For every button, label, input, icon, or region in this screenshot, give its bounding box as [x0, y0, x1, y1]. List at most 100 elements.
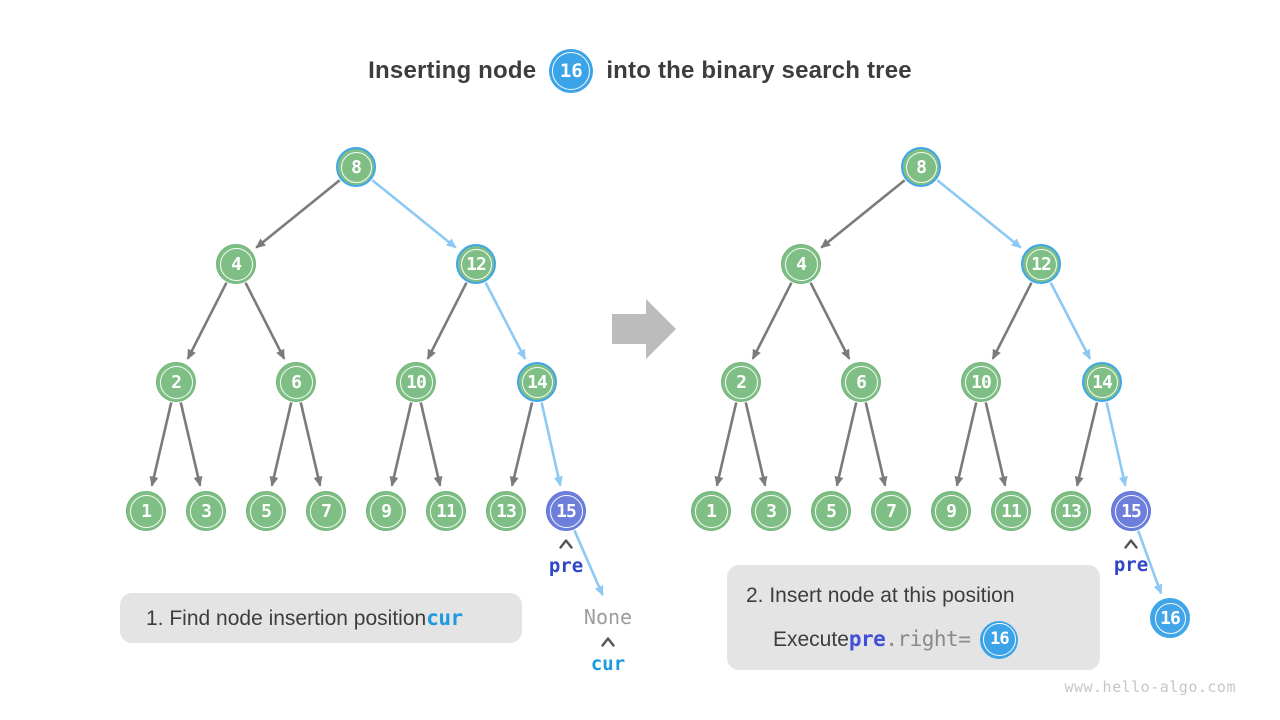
edge-left-tree-14-13	[509, 402, 534, 487]
tree-node-value: 13	[1061, 500, 1082, 522]
caption-text-segment: 2. Insert node at this position	[746, 583, 1015, 607]
edge-left-tree-14-15	[540, 402, 563, 487]
title-node-circle: 16	[549, 49, 594, 93]
caret-up-icon	[1124, 539, 1138, 549]
tree-node-left-tree-1: 1	[126, 491, 166, 531]
step1-caption: 1. Find node insertion position cur	[120, 593, 522, 643]
caption-text-segment: .	[885, 627, 898, 652]
edge-right-tree-6-7	[864, 402, 888, 487]
tree-node-right-tree-16: 16	[1150, 598, 1190, 638]
tree-node-right-tree-3: 3	[751, 491, 791, 531]
tree-node-left-tree-8: 8	[336, 147, 376, 187]
edge-right-tree-14-13	[1074, 402, 1099, 487]
caret-up-icon	[601, 637, 615, 647]
edge-right-tree-10-9	[954, 402, 978, 487]
tree-node-left-tree-14: 14	[517, 362, 557, 402]
tree-node-value: 6	[291, 371, 302, 393]
tree-node-value: 14	[1092, 371, 1113, 393]
edge-right-tree-6-5	[834, 402, 858, 487]
pointer-label-cur: cur	[590, 653, 626, 675]
tree-node-value: 1	[141, 500, 152, 522]
tree-node-right-tree-10: 10	[961, 362, 1001, 402]
tree-node-value: 9	[381, 500, 392, 522]
edge-right-tree-8-12	[936, 179, 1022, 249]
tree-node-value: 5	[261, 500, 272, 522]
tree-node-right-tree-1: 1	[691, 491, 731, 531]
pointer-label-pre: pre	[548, 555, 584, 577]
edge-left-tree-8-12	[371, 179, 457, 249]
tree-node-left-tree-9: 9	[366, 491, 406, 531]
edge-right-tree-2-1	[714, 402, 738, 487]
tree-node-left-tree-5: 5	[246, 491, 286, 531]
tree-node-right-tree-15: 15	[1111, 491, 1151, 531]
tree-node-right-tree-5: 5	[811, 491, 851, 531]
edge-right-tree-4-6	[809, 282, 851, 360]
edge-left-tree-6-5	[269, 402, 293, 487]
tree-node-left-tree-13: 13	[486, 491, 526, 531]
transition-arrow-icon	[612, 299, 676, 359]
title-suffix: into the binary search tree	[606, 57, 912, 84]
tree-node-value: 15	[556, 500, 577, 522]
edge-right-tree-10-11	[984, 402, 1008, 487]
tree-node-value: 3	[766, 500, 777, 522]
tree-node-value: 8	[916, 156, 927, 178]
tree-node-left-tree-2: 2	[156, 362, 196, 402]
tree-node-value: 12	[466, 253, 487, 275]
edge-right-tree-14-15	[1105, 402, 1128, 487]
pointer-label-pre: pre	[1113, 554, 1149, 576]
edge-left-tree-2-3	[179, 402, 203, 487]
edge-right-tree-12-14	[1049, 282, 1092, 360]
tree-node-value: 10	[406, 371, 427, 393]
caption-node-value: 16	[990, 629, 1010, 650]
tree-node-value: 4	[231, 253, 242, 275]
tree-node-left-tree-7: 7	[306, 491, 346, 531]
diagram-title: Inserting node 16 into the binary search…	[0, 46, 1280, 96]
edge-left-tree-15-free	[573, 529, 604, 597]
tree-node-value: 8	[351, 156, 362, 178]
caption-text-segment: right	[897, 627, 959, 652]
tree-node-value: 9	[946, 500, 957, 522]
tree-node-value: 12	[1031, 253, 1052, 275]
tree-node-value: 13	[496, 500, 517, 522]
watermark: www.hello-algo.com	[1064, 678, 1236, 696]
title-prefix: Inserting node	[368, 57, 537, 84]
tree-node-value: 15	[1121, 500, 1142, 522]
edge-right-tree-15-16	[1136, 530, 1163, 595]
tree-node-left-tree-11: 11	[426, 491, 466, 531]
tree-node-right-tree-7: 7	[871, 491, 911, 531]
edge-left-tree-4-2	[186, 282, 228, 360]
tree-node-left-tree-10: 10	[396, 362, 436, 402]
tree-node-right-tree-8: 8	[901, 147, 941, 187]
edge-left-tree-4-6	[244, 282, 286, 360]
tree-node-value: 2	[171, 371, 182, 393]
tree-node-value: 3	[201, 500, 212, 522]
tree-node-left-tree-4: 4	[216, 244, 256, 284]
tree-node-right-tree-12: 12	[1021, 244, 1061, 284]
caption-text-segment: cur	[426, 605, 463, 630]
tree-node-value: 7	[886, 500, 897, 522]
tree-node-value: 11	[436, 500, 457, 522]
edge-left-tree-6-7	[299, 402, 323, 487]
tree-node-value: 6	[856, 371, 867, 393]
tree-node-value: 14	[527, 371, 548, 393]
tree-node-right-tree-9: 9	[931, 491, 971, 531]
edge-left-tree-2-1	[149, 402, 173, 487]
tree-node-value: 10	[971, 371, 992, 393]
edge-left-tree-10-11	[419, 402, 443, 487]
tree-node-left-tree-12: 12	[456, 244, 496, 284]
caret-up-icon	[559, 539, 573, 549]
tree-node-right-tree-6: 6	[841, 362, 881, 402]
tree-node-left-tree-6: 6	[276, 362, 316, 402]
edge-left-tree-12-14	[484, 282, 527, 360]
tree-node-right-tree-13: 13	[1051, 491, 1091, 531]
tree-node-right-tree-4: 4	[781, 244, 821, 284]
tree-node-value: 7	[321, 500, 332, 522]
edge-left-tree-8-4	[255, 179, 341, 249]
tree-node-value: 5	[826, 500, 837, 522]
edge-right-tree-2-3	[744, 402, 768, 487]
tree-node-value: 1	[706, 500, 717, 522]
edge-left-tree-10-9	[389, 402, 413, 487]
caption-text-segment: =	[958, 627, 971, 652]
